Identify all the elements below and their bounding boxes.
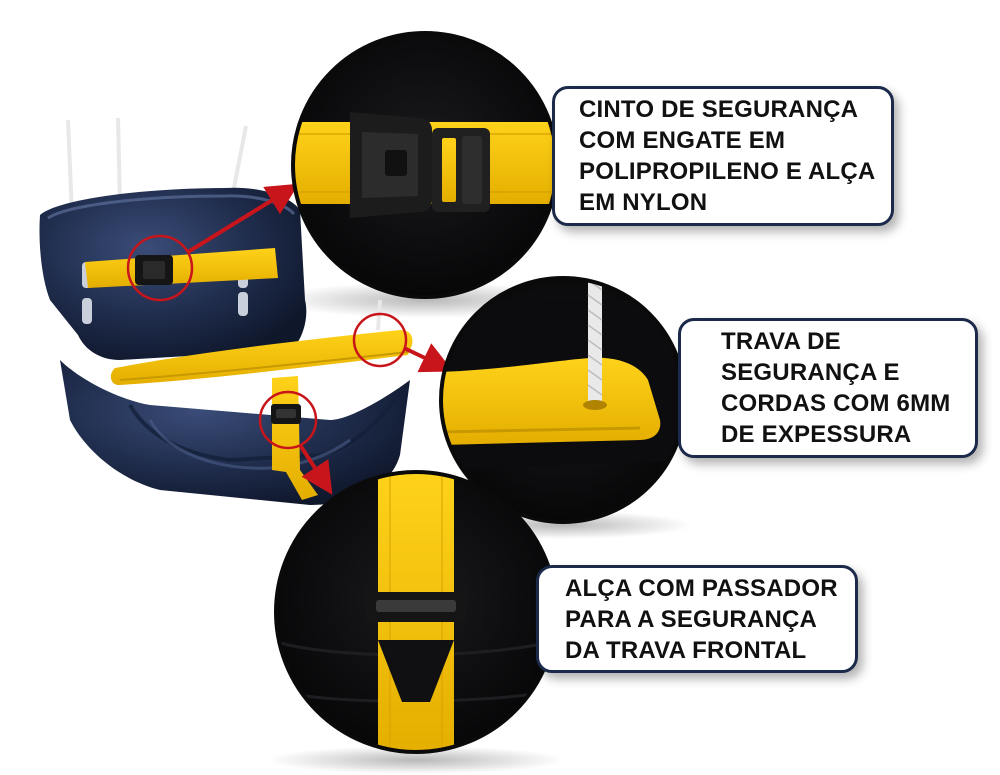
- callout-seat-belt-text: CINTO DE SEGURANÇA COM ENGATE EM POLIPRO…: [579, 96, 876, 216]
- strap-slider-zoom: [274, 470, 558, 754]
- swing-seat: [39, 117, 413, 505]
- arrow-belt: [186, 183, 299, 254]
- callout-safety-lock: TRAVA DE SEGURANÇA E CORDAS COM 6MM DE E…: [678, 318, 978, 458]
- arrow-lock: [403, 343, 454, 373]
- callout-strap-slider: ALÇA COM PASSADOR PARA A SEGURANÇA DA TR…: [536, 565, 858, 673]
- callout-strap-slider-text: ALÇA COM PASSADOR PARA A SEGURANÇA DA TR…: [565, 574, 838, 664]
- callout-seat-belt: CINTO DE SEGURANÇA COM ENGATE EM POLIPRO…: [552, 86, 894, 226]
- arrow-strap: [298, 443, 333, 495]
- marker-belt: [126, 234, 194, 302]
- buckle-zoom: [291, 31, 559, 299]
- marker-strap: [258, 390, 318, 450]
- marker-lock: [352, 312, 408, 368]
- lock-bar-zoom: [439, 276, 687, 524]
- callout-safety-lock-text: TRAVA DE SEGURANÇA E CORDAS COM 6MM DE E…: [721, 328, 951, 448]
